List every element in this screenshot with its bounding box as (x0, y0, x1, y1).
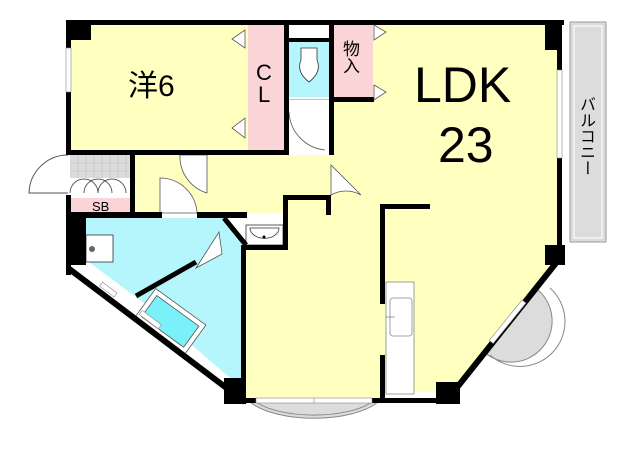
western-room-label: 洋6 (128, 70, 175, 103)
shoe-box (70, 198, 132, 214)
western-room (68, 22, 248, 152)
storage-label: 物入 (339, 40, 359, 74)
closet-label-c: C (256, 60, 272, 85)
storage (333, 22, 373, 100)
ldk-label: LDK (414, 57, 512, 113)
shoe-box-label: SB (92, 199, 110, 214)
ldk-size-label: 23 (438, 117, 494, 173)
closet (248, 22, 286, 152)
entry-door-swing (28, 154, 69, 194)
balcony (569, 21, 607, 243)
bay-window-right (483, 289, 553, 363)
bay-window-bottom (248, 401, 380, 419)
balcony-label: バルコニー (577, 96, 596, 176)
closet-label-l: L (258, 82, 271, 107)
